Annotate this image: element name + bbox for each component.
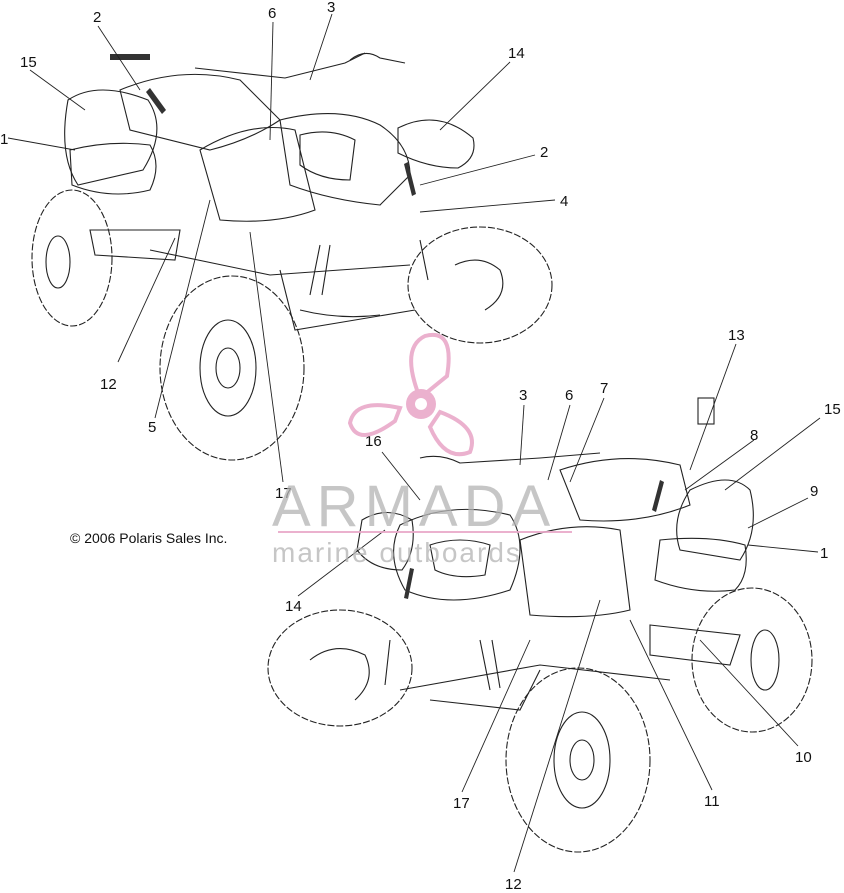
callout-label: 8 xyxy=(750,427,758,444)
callout-label: 12 xyxy=(100,376,117,393)
side-panel xyxy=(199,126,316,222)
decal-2-front xyxy=(404,162,416,196)
callout-label: 1 xyxy=(0,131,8,148)
callout-label: 3 xyxy=(519,387,527,404)
front-tire-right-bottom xyxy=(505,667,651,853)
callout-label: 7 xyxy=(600,380,608,397)
callout-label: 16 xyxy=(365,433,382,450)
callout-label: 15 xyxy=(20,54,37,71)
decal-13-box xyxy=(697,397,715,425)
side-panel-bottom xyxy=(519,526,631,618)
callout-label: 14 xyxy=(285,598,302,615)
callout-label: 11 xyxy=(704,793,720,810)
callout-label: 4 xyxy=(560,193,568,210)
callout-label: 9 xyxy=(810,483,818,500)
callout-label: 5 xyxy=(148,419,156,436)
atv-top-drawing xyxy=(31,52,553,461)
copyright-text: © 2006 Polaris Sales Inc. xyxy=(70,530,227,546)
callout-label: 17 xyxy=(275,485,292,502)
callout-label: 6 xyxy=(268,5,276,22)
callout-label: 14 xyxy=(508,45,525,62)
front-tire-left-bottom xyxy=(267,609,413,727)
propeller-logo-icon xyxy=(347,332,474,457)
callout-label: 10 xyxy=(795,749,812,766)
front-tire-right xyxy=(407,226,553,344)
callouts-top: 2 6 3 15 14 1 2 4 12 5 17 xyxy=(0,0,568,502)
rear-fender xyxy=(64,89,158,186)
front-fender xyxy=(397,119,475,169)
callout-label: 12 xyxy=(505,876,522,893)
callout-label: 2 xyxy=(540,144,548,161)
atv-bottom-drawing xyxy=(267,397,813,853)
callout-label: 15 xyxy=(824,401,841,418)
front-fender-bottom xyxy=(356,511,414,571)
decal-2-side xyxy=(146,88,166,114)
rear-tire-left xyxy=(31,189,113,327)
callouts-bottom: 13 3 6 7 15 8 16 9 1 14 10 17 11 12 xyxy=(285,327,841,893)
callout-label: 2 xyxy=(93,9,101,26)
watermark-brand: ARMADA xyxy=(272,474,556,539)
callout-label: 1 xyxy=(820,545,828,562)
callout-label: 17 xyxy=(453,795,470,812)
callout-label: 13 xyxy=(728,327,745,344)
rear-fender-bottom xyxy=(676,479,754,561)
callout-label: 3 xyxy=(327,0,335,16)
rear-tire-right xyxy=(691,587,813,733)
leader-lines-bottom xyxy=(297,343,821,873)
decal-8 xyxy=(652,480,664,512)
decal-front-bottom xyxy=(404,568,414,599)
watermark-tagline: marine outboards xyxy=(272,537,522,568)
decal-2-top xyxy=(110,54,150,60)
front-tire-left xyxy=(159,275,305,461)
callout-label: 6 xyxy=(565,387,573,404)
watermark: ARMADA marine outboards xyxy=(272,332,572,568)
leader-lines-top xyxy=(7,13,556,483)
